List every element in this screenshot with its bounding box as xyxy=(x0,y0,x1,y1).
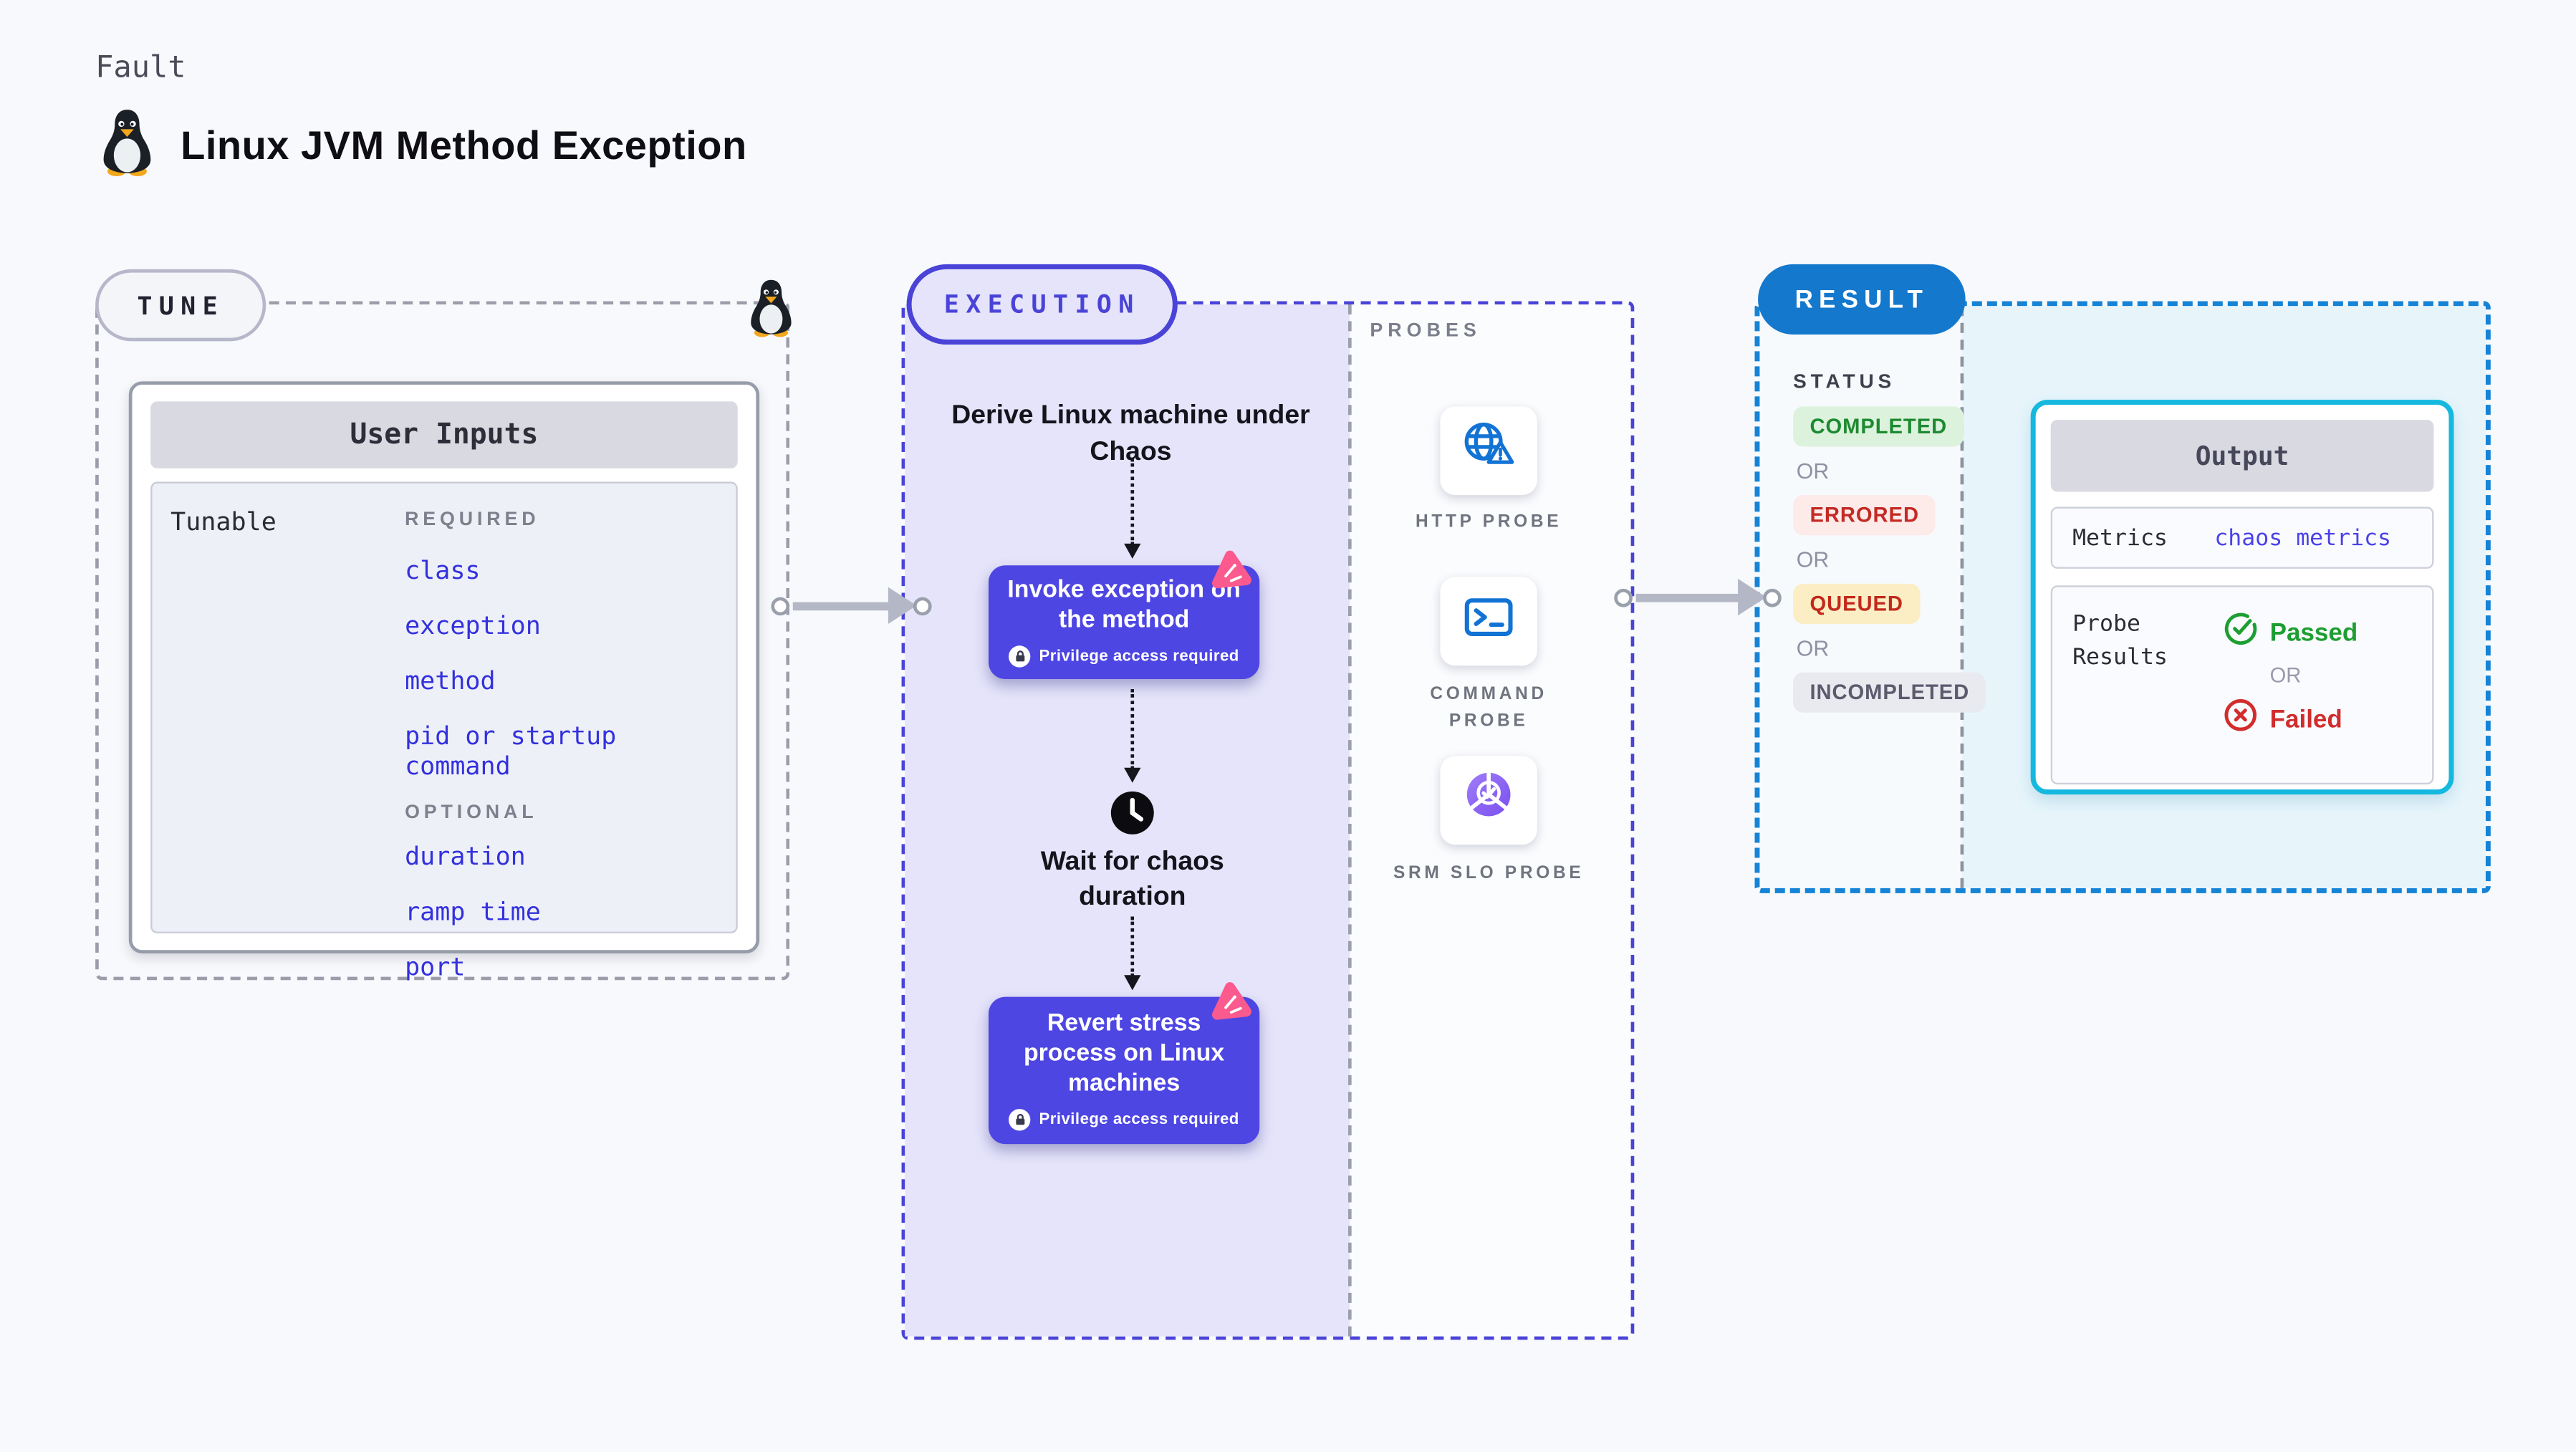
check-circle-icon xyxy=(2223,610,2258,654)
x-circle-icon xyxy=(2223,698,2258,741)
execution-step-wait: Wait for chaos duration xyxy=(1040,847,1224,912)
tune-section-box xyxy=(95,301,790,981)
tunable-row-label: Tunable xyxy=(170,506,277,537)
srm-slo-probe-card[interactable] xyxy=(1440,756,1537,845)
tunables-list: REQUIRED class exception method pid or s… xyxy=(405,500,736,981)
tunable-item: pid or startup command xyxy=(405,721,617,782)
lock-icon xyxy=(1009,1108,1031,1130)
passed-label: Passed xyxy=(2269,617,2358,647)
optional-label: OPTIONAL xyxy=(405,802,538,823)
arrow-head xyxy=(888,587,917,624)
invoke-exception-label: Invoke exception on the method xyxy=(1007,577,1241,634)
status-badge-incompleted: INCOMPLETED xyxy=(1793,672,1986,713)
result-pill: RESULT xyxy=(1758,264,1966,335)
arrow-line xyxy=(792,602,902,611)
dotted-arrow xyxy=(1123,458,1143,559)
privilege-label: Privilege access required xyxy=(1039,646,1239,665)
command-probe-card[interactable] xyxy=(1440,577,1537,666)
flow-arrow-execution-to-result xyxy=(1614,577,1782,617)
execution-step-derive: Derive Linux machine under Chaos xyxy=(951,401,1310,466)
or-separator: OR xyxy=(1796,458,1830,484)
or-separator: OR xyxy=(2269,663,2302,688)
clock-icon xyxy=(1109,789,1155,836)
output-card: Output Metrics chaos metrics Probe Resul… xyxy=(2030,400,2454,795)
failed-line: Failed xyxy=(2223,698,2358,741)
page-title: Linux JVM Method Exception xyxy=(181,122,747,168)
probes-label: PROBES xyxy=(1370,321,1481,342)
probe-results-values: Passed OR Failed xyxy=(2223,610,2358,762)
probes-divider xyxy=(1348,304,1352,1337)
lock-icon xyxy=(1009,645,1031,667)
required-label: REQUIRED xyxy=(405,510,540,531)
metrics-label: Metrics xyxy=(2072,524,2168,552)
command-probe-label: COMMAND PROBE xyxy=(1430,684,1547,732)
tux-penguin-icon xyxy=(95,107,159,186)
tunable-item: port xyxy=(405,951,466,982)
tunable-item: ramp time xyxy=(405,896,541,927)
dotted-arrow xyxy=(1123,916,1143,991)
tux-penguin-icon xyxy=(744,278,798,347)
probe-results-row: Probe Results Passed OR xyxy=(2050,585,2434,785)
metrics-row: Metrics chaos metrics xyxy=(2050,506,2434,569)
terminal-icon xyxy=(1460,590,1517,652)
or-separator: OR xyxy=(1796,547,1830,572)
http-probe-card[interactable] xyxy=(1440,406,1537,496)
or-separator: OR xyxy=(1796,635,1830,661)
connector-dot xyxy=(913,596,932,615)
failed-label: Failed xyxy=(2269,705,2342,734)
arrow-line xyxy=(1635,593,1751,602)
status-badge-completed: COMPLETED xyxy=(1793,406,1964,447)
flow-arrow-tune-to-execution xyxy=(771,585,932,625)
privilege-row: Privilege access required xyxy=(1009,1108,1239,1130)
connector-dot xyxy=(771,596,790,615)
result-divider xyxy=(1960,306,1964,888)
output-title: Output xyxy=(2050,420,2434,492)
dotted-arrow xyxy=(1123,689,1143,783)
fault-kicker: Fault xyxy=(95,50,186,86)
chaos-metrics-link[interactable]: chaos metrics xyxy=(2214,524,2392,552)
tunables-panel: Tunable REQUIRED class exception method … xyxy=(150,481,738,982)
user-inputs-card: User Inputs Tunable REQUIRED class excep… xyxy=(128,381,760,982)
arrow-head xyxy=(1738,578,1767,616)
tunable-item: duration xyxy=(405,841,526,872)
status-badge-queued: QUEUED xyxy=(1793,583,1921,624)
page-header: Linux JVM Method Exception xyxy=(95,107,747,186)
privilege-row: Privilege access required xyxy=(1009,645,1239,667)
connector-dot xyxy=(1763,587,1782,607)
globe-alert-icon xyxy=(1458,418,1519,484)
srm-slo-probe-label: SRM SLO PROBE xyxy=(1393,862,1585,883)
pie-check-icon xyxy=(1458,768,1519,833)
passed-line: Passed xyxy=(2223,610,2358,654)
tunable-item: method xyxy=(405,665,496,696)
tunable-item: class xyxy=(405,555,481,586)
privilege-label: Privilege access required xyxy=(1039,1110,1239,1129)
status-badge-errored: ERRORED xyxy=(1793,495,1936,536)
revert-stress-button[interactable]: Revert stress process on Linux machines … xyxy=(988,996,1260,1145)
probe-results-label: Probe Results xyxy=(2072,610,2168,671)
chaos-icon xyxy=(1208,980,1258,1030)
connector-dot xyxy=(1614,587,1633,607)
tunable-item: exception xyxy=(405,610,541,641)
execution-section-box xyxy=(901,301,1635,1340)
user-inputs-title: User Inputs xyxy=(150,401,738,468)
revert-stress-label: Revert stress process on Linux machines xyxy=(1023,1011,1225,1097)
http-probe-label: HTTP PROBE xyxy=(1415,511,1562,532)
status-label: STATUS xyxy=(1793,370,1896,393)
chaos-icon xyxy=(1208,549,1258,599)
execution-pill: EXECUTION xyxy=(906,264,1178,345)
status-list: COMPLETED OR ERRORED OR QUEUED OR INCOMP… xyxy=(1793,406,1986,713)
tune-pill: TUNE xyxy=(95,269,266,342)
